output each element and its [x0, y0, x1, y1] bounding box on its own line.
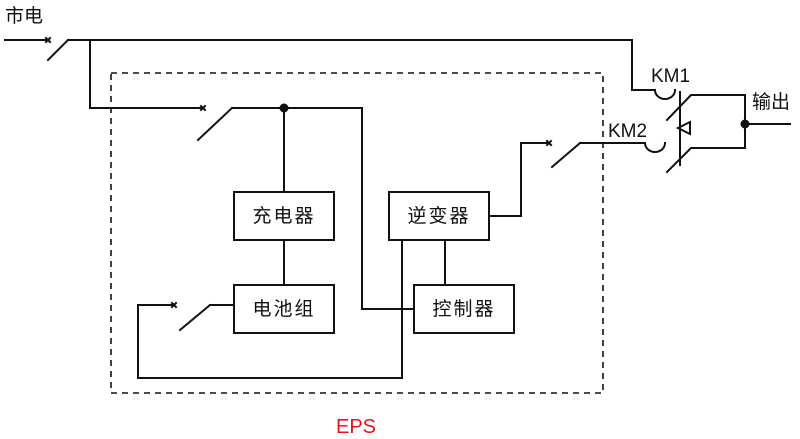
breaker-contact-x-icon: [44, 36, 52, 44]
battery-breaker-blade: [178, 303, 212, 332]
svg-text:电池组: 电池组: [252, 298, 315, 320]
battery-block: 电池组: [233, 284, 335, 334]
inverter-out-line: [488, 142, 550, 217]
svg-text:充电器: 充电器: [252, 205, 315, 227]
mains-label: 市电: [5, 5, 43, 27]
mains-breaker: [4, 36, 70, 62]
charger-breaker-x-icon: [199, 104, 207, 112]
charger-breaker-blade: [196, 106, 234, 142]
km2-label: KM2: [608, 121, 647, 142]
inverter-block: 逆变器: [388, 191, 490, 241]
charger-supply-line: [231, 107, 415, 310]
inverter-breaker-x-icon: [545, 139, 553, 147]
mains-branch-line: [89, 39, 204, 109]
inverter-breaker-blade: [550, 141, 582, 169]
charger-block: 充电器: [233, 191, 335, 241]
mains-bypass-line: [67, 39, 656, 91]
transfer-switch: [665, 91, 746, 174]
svg-text:逆变器: 逆变器: [407, 205, 470, 227]
eps-enclosure: [110, 72, 604, 394]
output-label: 输出: [752, 91, 790, 113]
controller-block: 控制器: [413, 284, 515, 334]
eps-label: EPS: [336, 416, 376, 438]
km2-coil-icon: [643, 141, 667, 153]
km1-label: KM1: [651, 66, 690, 87]
battery-inverter-loop: [137, 239, 403, 379]
km1-coil-icon: [653, 88, 677, 100]
svg-text:控制器: 控制器: [432, 298, 495, 320]
interlock-triangle-icon: [675, 120, 691, 136]
